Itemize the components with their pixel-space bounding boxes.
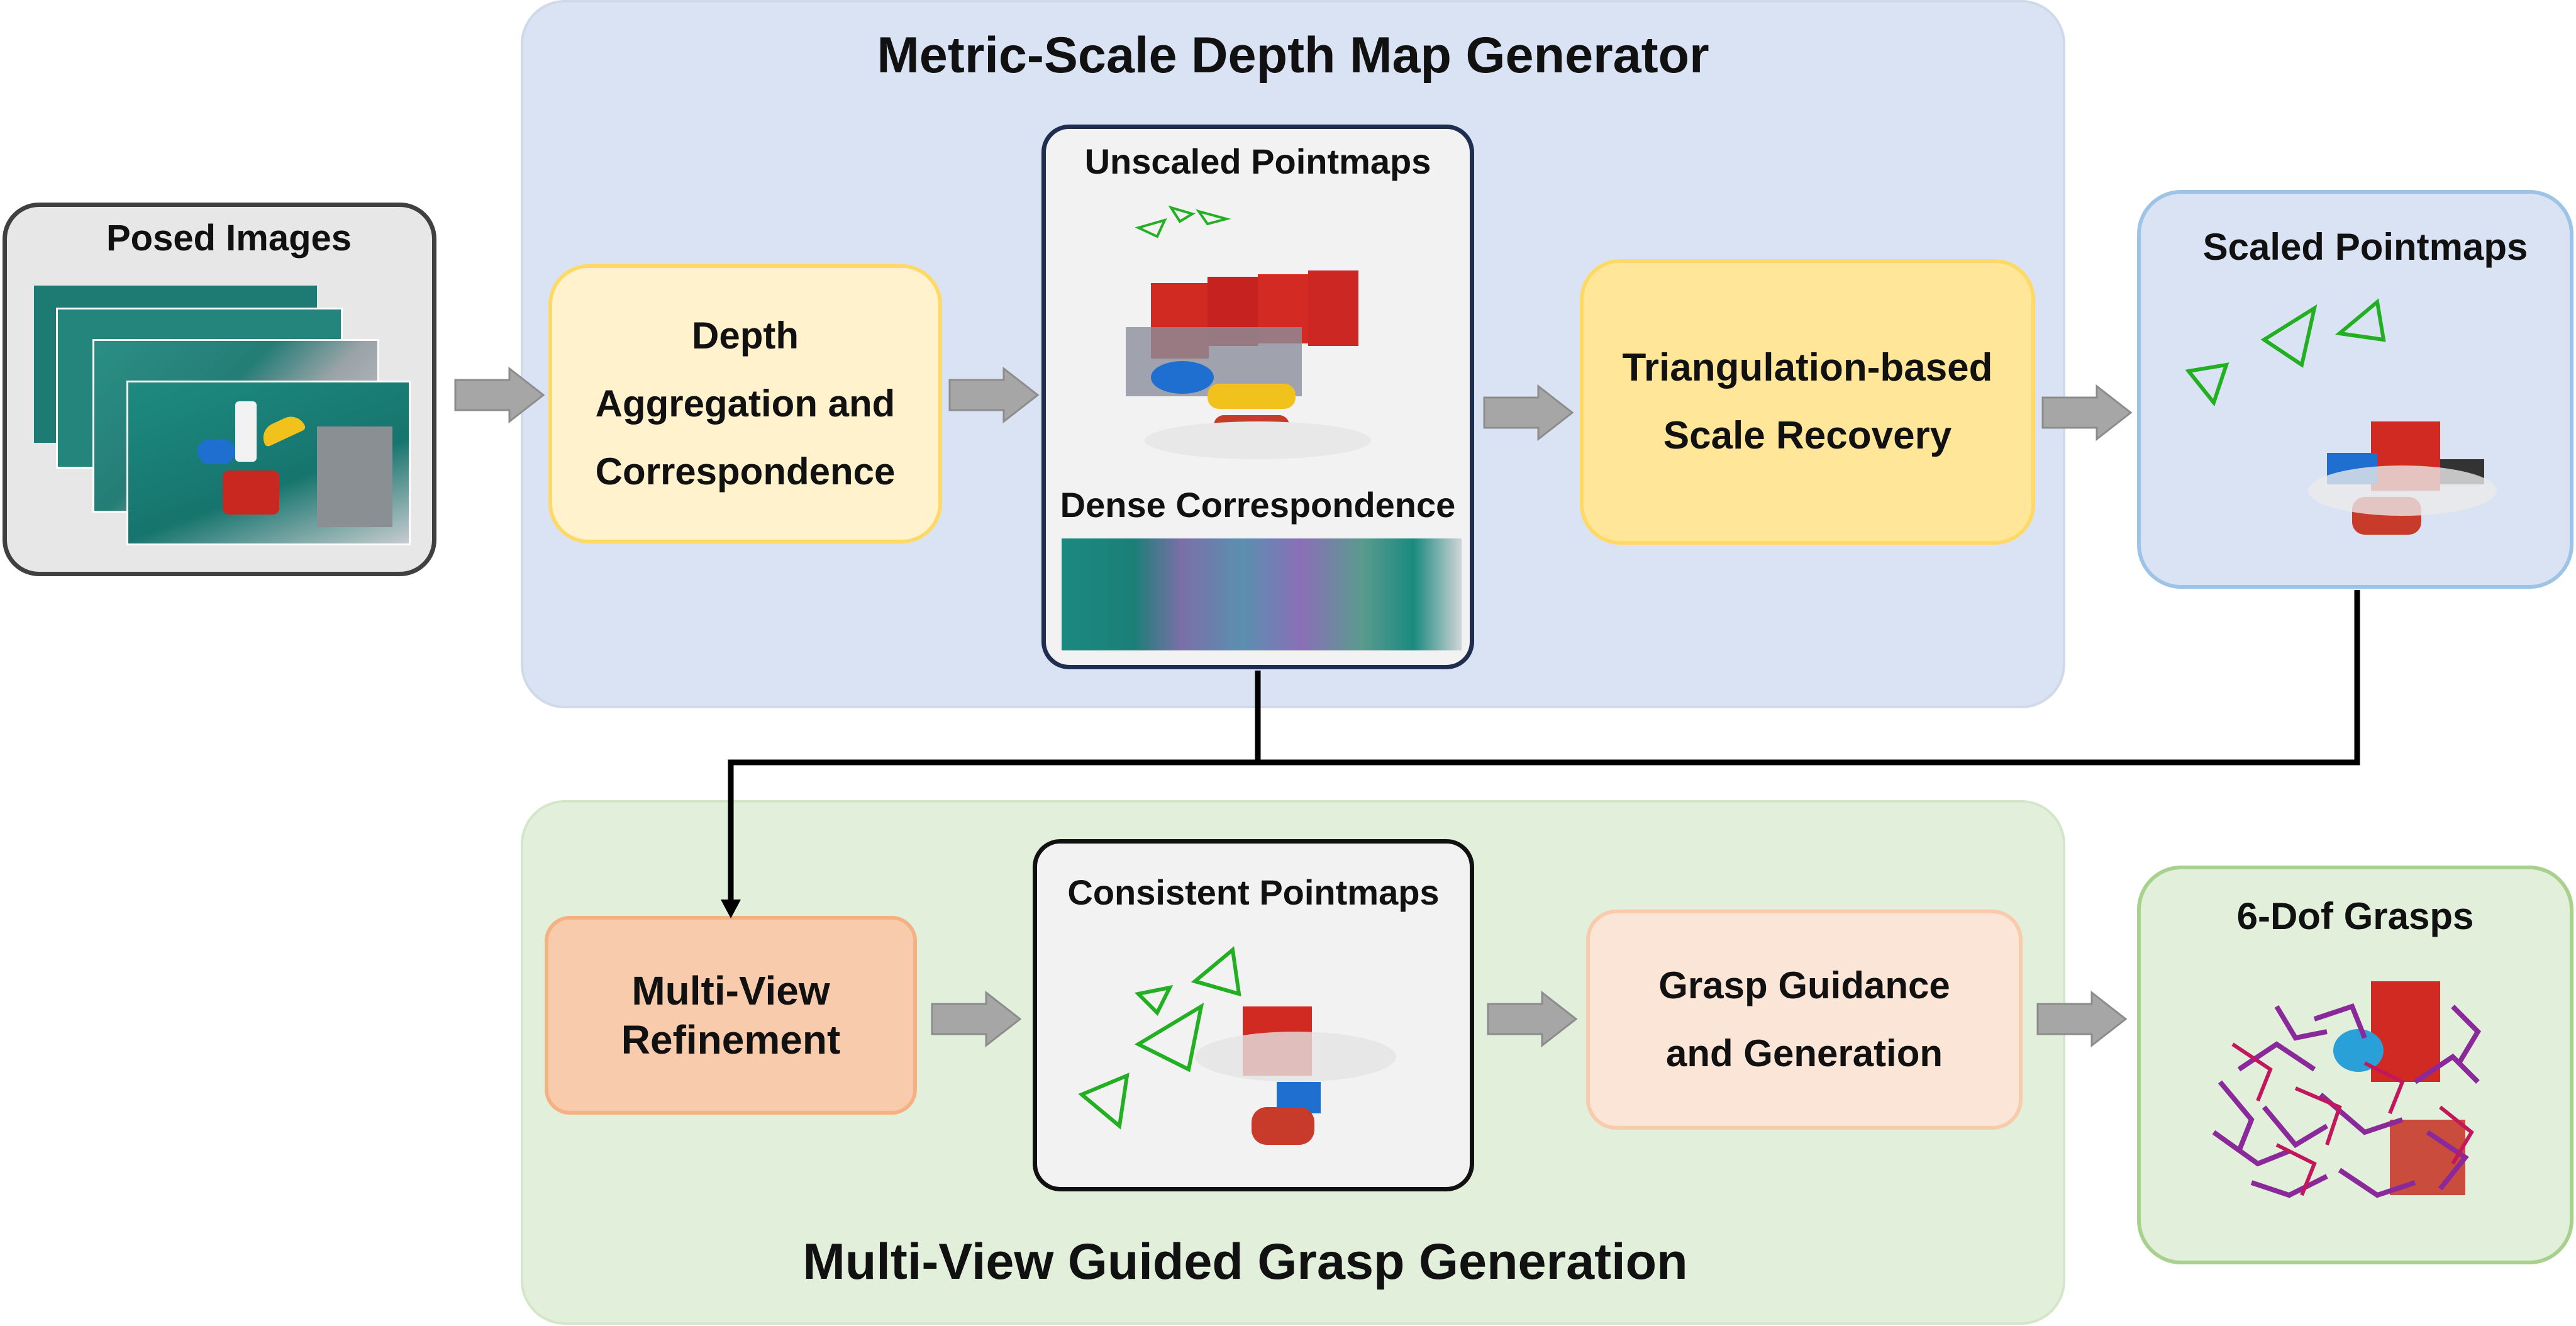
refinement-line1: Multi-View <box>631 968 830 1013</box>
grasp-guidance-line1: Grasp Guidance <box>1658 964 1950 1006</box>
refinement-line2: Refinement <box>621 1017 841 1062</box>
connector-arrowhead <box>721 900 741 918</box>
triangulation-line2: Scale Recovery <box>1663 414 1952 457</box>
grasp-guidance-box: Grasp Guidance and Generation <box>1586 910 2023 1130</box>
grasps-label: 6-Dof Grasps <box>2236 895 2474 937</box>
triangulation-line1: Triangulation-based <box>1622 346 1993 389</box>
arrow-depth-to-unscaled <box>948 366 1040 424</box>
triangulation-box: Triangulation-based Scale Recovery <box>1580 259 2035 545</box>
arrow-posed-to-depth <box>454 366 545 424</box>
consistent-pointmap-illustration <box>1078 946 1396 1145</box>
arrow-consistent-to-guidance <box>1487 990 1578 1048</box>
arrow-guidance-to-grasps <box>2036 990 2128 1048</box>
unscaled-pointmaps-label: Unscaled Pointmaps <box>1084 142 1431 181</box>
posed-images-label: Posed Images <box>106 218 352 259</box>
depth-aggregation-line3: Correspondence <box>595 450 896 493</box>
posed-image-front <box>128 382 409 543</box>
scaled-pointmaps-label: Scaled Pointmaps <box>2202 226 2528 268</box>
connector-scaled-down <box>728 590 2360 906</box>
grasp-guidance-line2: and Generation <box>1665 1032 1943 1074</box>
depth-aggregation-line1: Depth <box>692 315 799 357</box>
arrow-triangulation-to-scaled <box>2041 384 2133 442</box>
grasp-generation-title: Multi-View Guided Grasp Generation <box>802 1234 1688 1290</box>
scaled-pointmap-illustration <box>2185 298 2497 535</box>
arrow-refinement-to-consistent <box>931 990 1022 1048</box>
dense-correspondence-image <box>1062 538 1462 650</box>
consistent-pointmaps-label: Consistent Pointmaps <box>1067 872 1440 912</box>
grasps-illustration <box>2212 981 2482 1198</box>
dense-correspondence-label: Dense Correspondence <box>1060 485 1456 525</box>
depth-aggregation-box: Depth Aggregation and Correspondence <box>548 264 942 543</box>
arrow-unscaled-to-triangulation <box>1483 384 1574 442</box>
depth-generator-title: Metric-Scale Depth Map Generator <box>877 27 1709 84</box>
unscaled-pointmap-illustration <box>1126 205 1371 459</box>
depth-aggregation-line2: Aggregation and <box>595 382 896 425</box>
